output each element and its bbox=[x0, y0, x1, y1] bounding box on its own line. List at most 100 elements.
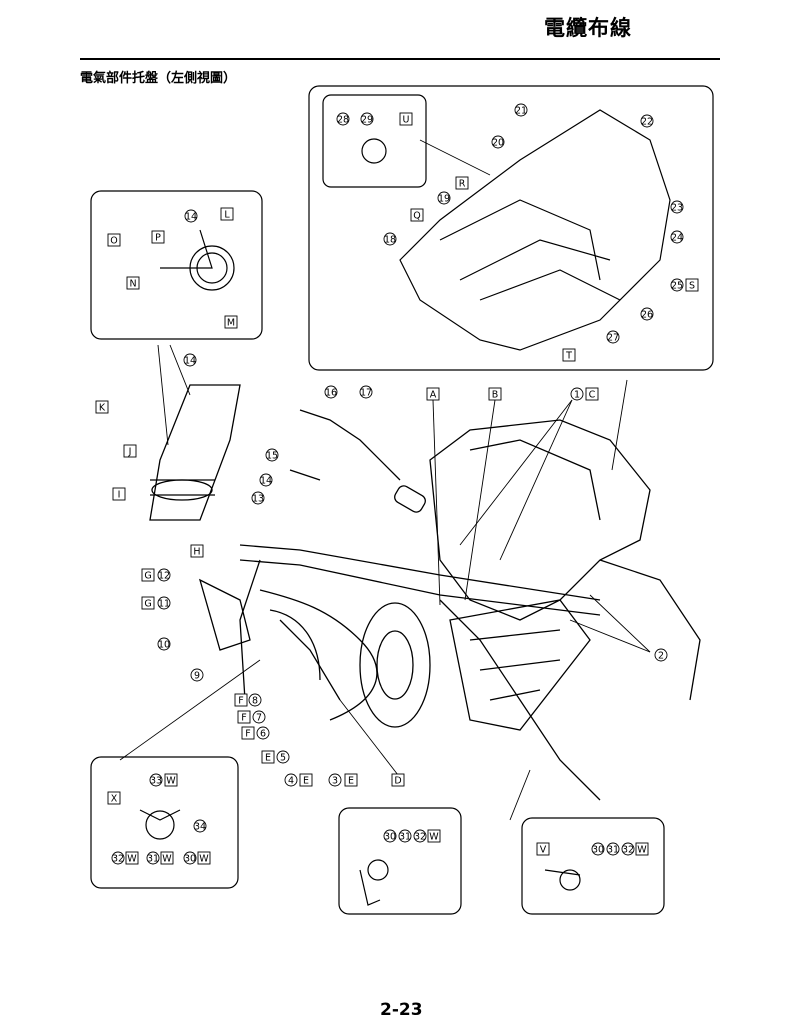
svg-text:31: 31 bbox=[607, 845, 619, 856]
label-U: U bbox=[399, 112, 413, 126]
label-E3: E bbox=[261, 750, 275, 764]
label-E2: E bbox=[299, 773, 313, 787]
label-W3: W bbox=[164, 773, 178, 787]
svg-text:14: 14 bbox=[185, 212, 197, 223]
label-T: T bbox=[562, 348, 576, 362]
svg-text:27: 27 bbox=[607, 333, 619, 344]
svg-text:17: 17 bbox=[360, 388, 372, 399]
svg-text:T: T bbox=[565, 351, 572, 362]
label-R: R bbox=[455, 176, 469, 190]
svg-text:B: B bbox=[492, 390, 499, 401]
svg-text:A: A bbox=[430, 390, 437, 401]
svg-text:30: 30 bbox=[184, 854, 196, 865]
svg-text:L: L bbox=[224, 210, 230, 221]
callout-19: 19 bbox=[437, 191, 451, 205]
callout-20: 20 bbox=[491, 135, 505, 149]
label-S: S bbox=[685, 278, 699, 292]
svg-text:10: 10 bbox=[158, 640, 170, 651]
svg-text:C: C bbox=[589, 390, 596, 401]
svg-text:19: 19 bbox=[438, 194, 450, 205]
svg-text:X: X bbox=[111, 794, 118, 805]
svg-text:R: R bbox=[459, 179, 466, 190]
label-X: X bbox=[107, 791, 121, 805]
page-number: 2-23 bbox=[380, 1000, 423, 1020]
detail-box-inset-28 bbox=[322, 94, 427, 188]
callout-34: 34 bbox=[193, 819, 207, 833]
callout-25: 25 bbox=[670, 278, 684, 292]
svg-text:F: F bbox=[245, 729, 250, 740]
leader-lines bbox=[119, 139, 651, 821]
label-B: B bbox=[488, 387, 502, 401]
svg-text:32: 32 bbox=[414, 832, 426, 843]
detail-box-top-right bbox=[308, 85, 714, 371]
callout-2: 2 bbox=[654, 648, 668, 662]
header-rule bbox=[80, 58, 720, 60]
callout-15: 15 bbox=[265, 448, 279, 462]
svg-text:G: G bbox=[144, 599, 151, 610]
svg-text:30: 30 bbox=[592, 845, 604, 856]
callout-8: 8 bbox=[248, 693, 262, 707]
callout-29: 29 bbox=[360, 112, 374, 126]
svg-text:W: W bbox=[166, 776, 176, 787]
svg-text:30: 30 bbox=[384, 832, 396, 843]
svg-text:16: 16 bbox=[325, 388, 337, 399]
svg-text:2: 2 bbox=[658, 651, 664, 662]
letter-labels: A B C D E E E F F F G G H I J K L M N O … bbox=[95, 112, 699, 865]
svg-text:F: F bbox=[238, 696, 243, 707]
label-D: D bbox=[391, 773, 405, 787]
label-W6: W bbox=[197, 851, 211, 865]
callout-10: 10 bbox=[157, 637, 171, 651]
svg-text:Q: Q bbox=[413, 211, 420, 222]
callout-31a: 31 bbox=[398, 829, 412, 843]
svg-text:4: 4 bbox=[288, 776, 294, 787]
svg-text:14: 14 bbox=[260, 476, 272, 487]
svg-text:28: 28 bbox=[337, 115, 349, 126]
callout-32b: 32 bbox=[621, 842, 635, 856]
label-N: N bbox=[126, 276, 140, 290]
callout-30c: 30 bbox=[183, 851, 197, 865]
callout-30b: 30 bbox=[591, 842, 605, 856]
svg-text:H: H bbox=[193, 547, 200, 558]
label-G2: G bbox=[141, 596, 155, 610]
svg-text:20: 20 bbox=[492, 138, 504, 149]
svg-text:22: 22 bbox=[641, 117, 653, 128]
label-F2: F bbox=[237, 710, 251, 724]
callout-7: 7 bbox=[252, 710, 266, 724]
callout-30a: 30 bbox=[383, 829, 397, 843]
label-Q: Q bbox=[410, 208, 424, 222]
label-I: I bbox=[112, 487, 126, 501]
svg-text:D: D bbox=[394, 776, 401, 787]
callout-32c: 32 bbox=[111, 851, 125, 865]
callout-16: 16 bbox=[324, 385, 338, 399]
svg-text:J: J bbox=[128, 447, 132, 458]
label-W2: W bbox=[635, 842, 649, 856]
svg-text:W: W bbox=[127, 854, 137, 865]
callout-33: 33 bbox=[149, 773, 163, 787]
label-O: O bbox=[107, 233, 121, 247]
callout-28: 28 bbox=[336, 112, 350, 126]
svg-text:M: M bbox=[227, 318, 235, 329]
svg-text:15: 15 bbox=[266, 451, 278, 462]
svg-text:31: 31 bbox=[147, 854, 159, 865]
callout-5: 5 bbox=[276, 750, 290, 764]
label-V: V bbox=[536, 842, 550, 856]
svg-text:W: W bbox=[429, 832, 439, 843]
label-W4: W bbox=[125, 851, 139, 865]
section-title: 電氣部件托盤（左側視圖） bbox=[80, 71, 237, 86]
svg-text:24: 24 bbox=[671, 233, 683, 244]
svg-text:W: W bbox=[162, 854, 172, 865]
detail-box-left bbox=[90, 190, 263, 340]
callout-23: 23 bbox=[670, 200, 684, 214]
callout-31c: 31 bbox=[146, 851, 160, 865]
callout-14b: 14 bbox=[183, 353, 197, 367]
callout-9: 9 bbox=[190, 668, 204, 682]
label-L: L bbox=[220, 207, 234, 221]
callout-4: 4 bbox=[284, 773, 298, 787]
callout-21: 21 bbox=[514, 103, 528, 117]
callout-1: 1 bbox=[570, 387, 584, 401]
svg-text:V: V bbox=[540, 845, 547, 856]
svg-text:E: E bbox=[265, 753, 271, 764]
svg-text:9: 9 bbox=[194, 671, 200, 682]
svg-text:29: 29 bbox=[361, 115, 373, 126]
label-W5: W bbox=[160, 851, 174, 865]
